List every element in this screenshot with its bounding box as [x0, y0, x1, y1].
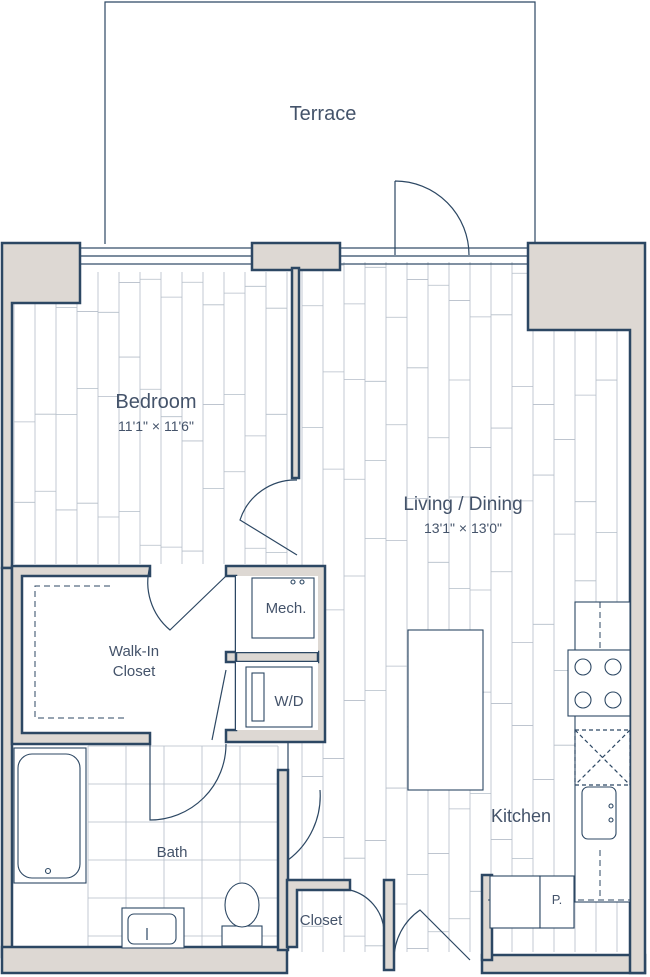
terrace	[104, 1, 536, 244]
living-floor	[301, 262, 618, 952]
wall-pier	[250, 241, 342, 272]
wd-label: W/D	[274, 693, 303, 710]
washer-dryer-icon	[245, 666, 313, 728]
cooktop-icon	[567, 649, 631, 717]
wall-left-lower	[0, 566, 14, 959]
walls	[0, 241, 647, 975]
dishwasher-icon	[574, 729, 631, 786]
walkin-label-line2: Closet	[113, 663, 156, 680]
bedroom-label: Bedroom	[115, 391, 196, 413]
wall-bottom-right	[480, 953, 647, 975]
door-swing-icon	[147, 180, 471, 961]
bath-label: Bath	[157, 844, 188, 861]
toilet-icon	[221, 882, 263, 947]
wall-closet	[285, 878, 352, 949]
closet-label: Closet	[300, 912, 343, 929]
sink-icon	[581, 786, 617, 840]
sink-icon	[121, 907, 185, 949]
wall-mech-mid	[234, 650, 320, 664]
wall-walkin	[10, 564, 152, 746]
bathtub-icon	[13, 747, 87, 884]
kitchen-label: Kitchen	[491, 806, 551, 826]
pantry-label: P.	[552, 892, 563, 907]
water-heater-icon	[251, 577, 315, 639]
window-icon	[79, 247, 529, 265]
closet-shelving	[34, 585, 125, 719]
living-dims: 13'1" × 13'0"	[424, 520, 502, 536]
wall-closet-right	[382, 878, 396, 972]
living-label: Living / Dining	[403, 494, 522, 515]
wall-partition	[290, 266, 301, 480]
bedroom-dims: 11'1" × 11'6"	[118, 418, 194, 434]
mech-label: Mech.	[266, 600, 307, 617]
wall-bottom	[0, 945, 289, 975]
bedroom-floor	[13, 272, 288, 564]
wall-right	[526, 241, 647, 975]
dining-table	[407, 629, 484, 791]
refrigerator-icon	[489, 875, 575, 929]
terrace-label: Terrace	[290, 103, 357, 125]
walkin-label-line1: Walk-In	[109, 643, 159, 660]
